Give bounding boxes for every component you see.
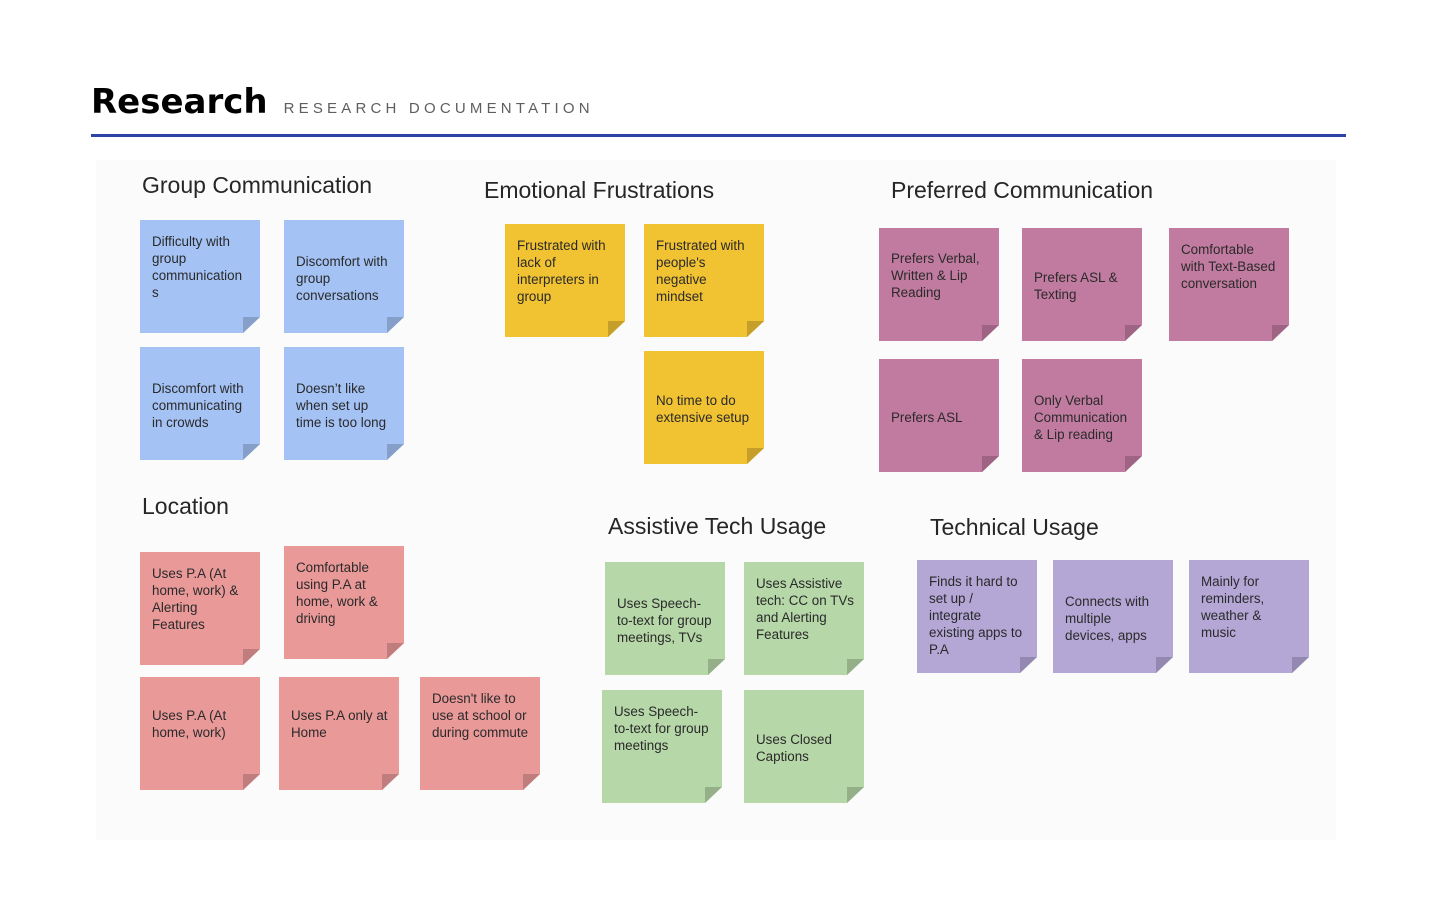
note-text: Frustrated with people's negative mindse… bbox=[656, 238, 745, 304]
sticky-note: Uses P.A (At home, work) bbox=[140, 677, 260, 790]
group-title-location: Location bbox=[142, 493, 229, 519]
group-title-technical-usage: Technical Usage bbox=[930, 514, 1099, 540]
note-text: Comfortable with Text-Based conversation bbox=[1181, 242, 1276, 291]
note-text: Discomfort with communicating in crowds bbox=[152, 380, 244, 430]
group-title-group-communication: Group Communication bbox=[142, 172, 373, 198]
note-text: Uses P.A (At home, work) bbox=[152, 708, 227, 740]
note-text: Uses Speech-to-text for group meetings bbox=[614, 704, 709, 753]
sticky-note: No time to do extensive setup bbox=[644, 351, 764, 464]
sticky-note: Uses Speech-to-text for group meetings, … bbox=[605, 562, 725, 675]
note-text: Finds it hard to set up / integrate exis… bbox=[929, 574, 1023, 657]
note-text: Prefers ASL & Texting bbox=[1034, 270, 1118, 302]
note-text: Comfortable using P.A at home, work & dr… bbox=[296, 560, 378, 626]
sticky-note: Uses Speech-to-text for group meetings bbox=[602, 690, 722, 803]
note-text: Uses P.A only at Home bbox=[291, 708, 388, 740]
sticky-note: Prefers ASL & Texting bbox=[1022, 228, 1142, 341]
sticky-note: Discomfort with communicating in crowds bbox=[140, 347, 260, 460]
sticky-note: Prefers ASL bbox=[879, 359, 999, 472]
sticky-note: Only Verbal Communication & Lip reading bbox=[1022, 359, 1142, 472]
page-header: Research RESEARCH DOCUMENTATION bbox=[91, 82, 594, 122]
sticky-note: Comfortable with Text-Based conversation bbox=[1169, 228, 1289, 341]
sticky-note: Discomfort with group conversations bbox=[284, 220, 404, 333]
note-text: Connects with multiple devices, apps bbox=[1065, 593, 1150, 643]
group-title-preferred-communication: Preferred Communication bbox=[891, 177, 1154, 203]
group-title-assistive-tech-usage: Assistive Tech Usage bbox=[608, 513, 827, 539]
header-divider bbox=[91, 134, 1346, 137]
note-text: Prefers ASL bbox=[891, 409, 963, 425]
note-text: Only Verbal Communication & Lip reading bbox=[1034, 392, 1128, 442]
note-text: Doesn’t like when set up time is too lon… bbox=[296, 380, 387, 430]
sticky-note: Prefers Verbal, Written & Lip Reading bbox=[879, 228, 999, 341]
page-subtitle: RESEARCH DOCUMENTATION bbox=[283, 100, 594, 117]
sticky-note: Uses P.A only at Home bbox=[279, 677, 399, 790]
sticky-note: Doesn't like to use at school or during … bbox=[420, 677, 540, 790]
sticky-note: Frustrated with people's negative mindse… bbox=[644, 224, 764, 337]
note-text: Uses P.A (At home, work) & Alerting Feat… bbox=[152, 566, 239, 632]
note-text: Doesn't like to use at school or during … bbox=[432, 691, 529, 740]
sticky-note: Mainly for reminders, weather & music bbox=[1189, 560, 1309, 673]
note-text: Uses Speech-to-text for group meetings, … bbox=[617, 595, 712, 645]
note-text: Uses Closed Captions bbox=[756, 732, 832, 764]
page-title: Research bbox=[91, 82, 268, 122]
sticky-note: Finds it hard to set up / integrate exis… bbox=[917, 560, 1037, 673]
sticky-note: Comfortable using P.A at home, work & dr… bbox=[284, 546, 404, 659]
note-text: Prefers Verbal, Written & Lip Reading bbox=[891, 251, 980, 300]
sticky-note: Doesn’t like when set up time is too lon… bbox=[284, 347, 404, 460]
sticky-note: Uses Closed Captions bbox=[744, 690, 864, 803]
note-text: Mainly for reminders, weather & music bbox=[1201, 574, 1265, 640]
group-title-emotional-frustrations: Emotional Frustrations bbox=[484, 177, 715, 203]
sticky-note: Frustrated with lack of interpreters in … bbox=[505, 224, 625, 337]
note-text: Frustrated with lack of interpreters in … bbox=[517, 238, 606, 304]
sticky-note: Uses Assistive tech: CC on TVs and Alert… bbox=[744, 562, 864, 675]
note-text: Uses Assistive tech: CC on TVs and Alert… bbox=[756, 576, 854, 642]
sticky-note: Uses P.A (At home, work) & Alerting Feat… bbox=[140, 552, 260, 665]
note-text: Difficulty with group communication s bbox=[152, 234, 243, 300]
note-text: Discomfort with group conversations bbox=[296, 253, 388, 303]
sticky-note: Difficulty with group communication s bbox=[140, 220, 260, 333]
note-text: No time to do extensive setup bbox=[656, 393, 750, 425]
sticky-note: Connects with multiple devices, apps bbox=[1053, 560, 1173, 673]
